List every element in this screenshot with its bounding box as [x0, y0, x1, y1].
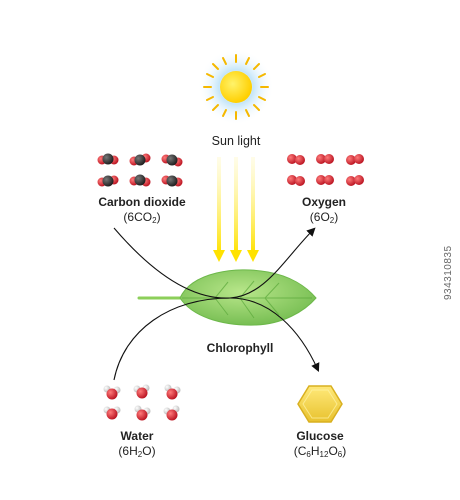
- oxygen-formula: (6O2): [309, 210, 339, 225]
- sun-disc: [220, 71, 252, 103]
- oxygen-name: Oxygen: [301, 195, 346, 209]
- sun-rays: [203, 54, 269, 120]
- water-molecules: [103, 384, 181, 421]
- chlorophyll-label: Chlorophyll: [206, 341, 274, 355]
- leaf: [137, 269, 317, 326]
- leaf-veins: [182, 280, 312, 319]
- product-oxygen-label: Oxygen (6O2): [274, 195, 374, 225]
- leaf-blade: [179, 269, 317, 326]
- glucose-hexagon: [297, 385, 343, 423]
- stock-id-text: 934310835: [443, 245, 454, 300]
- glucose-name: Glucose: [296, 429, 344, 443]
- glucose-formula: (C6H12O6): [293, 444, 347, 459]
- reactant-co2-label: Carbon dioxide (6CO2): [82, 195, 202, 225]
- sunlight-beams: [213, 157, 259, 262]
- sun: [198, 49, 274, 125]
- sunlight-label: Sun light: [211, 134, 261, 148]
- co2-molecules: [97, 153, 183, 187]
- water-formula: (6H2O): [118, 444, 156, 459]
- oxygen-molecules: [287, 154, 364, 186]
- water-name: Water: [120, 429, 154, 443]
- co2-formula: (6CO2): [123, 210, 161, 225]
- product-glucose-label: Glucose (C6H12O6): [275, 429, 365, 459]
- reactant-water-label: Water (6H2O): [92, 429, 182, 459]
- co2-name: Carbon dioxide: [98, 195, 186, 209]
- reaction-arrows: [113, 227, 320, 381]
- water-to-glucose-arrow: [113, 297, 320, 381]
